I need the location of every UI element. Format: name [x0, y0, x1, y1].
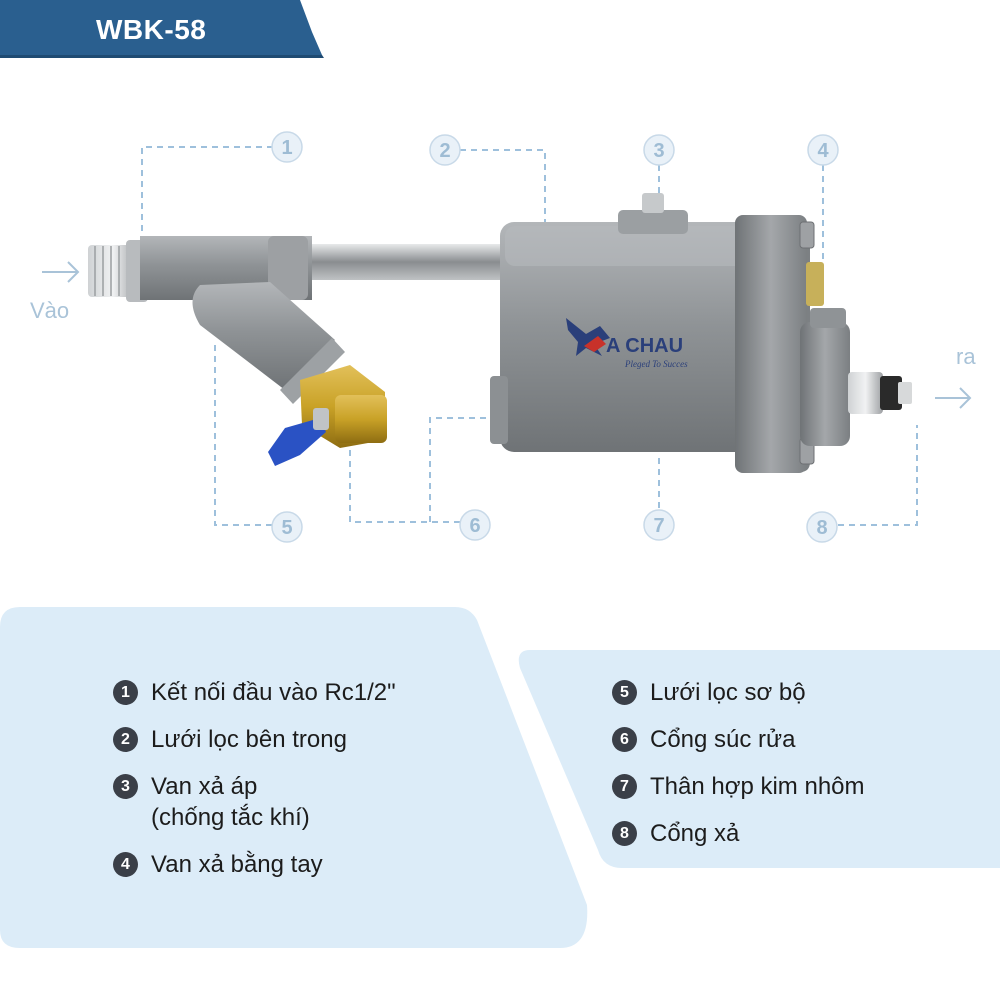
svg-text:8: 8 — [816, 517, 827, 539]
legend-item: 7 Thân hợp kim nhôm — [612, 771, 982, 802]
callout-badges: 1 2 3 4 5 6 7 8 — [271, 131, 839, 543]
legend-text: Kết nối đầu vào Rc1/2" — [151, 679, 396, 706]
legend-item: 8 Cổng xả — [612, 818, 982, 849]
legend-text: Cổng súc rửa — [650, 726, 796, 753]
legend-item: 3 Van xả áp (chống tắc khí) — [113, 771, 493, 833]
svg-text:1: 1 — [281, 137, 292, 159]
legend-text: Van xả bằng tay — [151, 851, 323, 878]
header-banner — [0, 0, 324, 58]
legend-item: 2 Lưới lọc bên trong — [113, 724, 493, 755]
callout-2: 2 — [429, 134, 461, 166]
legend-text: Lưới lọc sơ bộ — [650, 679, 806, 706]
callout-3: 3 — [643, 134, 675, 166]
legend-text: Thân hợp kim nhôm — [650, 773, 865, 800]
callout-8: 8 — [806, 511, 838, 543]
product-title: WBK-58 — [96, 14, 207, 45]
callout-7: 7 — [643, 509, 675, 541]
legend-number: 6 — [612, 727, 637, 752]
svg-text:A CHAU: A CHAU — [606, 335, 683, 357]
legend-left: 1 Kết nối đầu vào Rc1/2" 2 Lưới lọc bên tr… — [113, 677, 493, 896]
outlet-label: ra — [956, 344, 976, 369]
inlet-label: Vào — [30, 298, 70, 323]
legend-number: 5 — [612, 680, 637, 705]
callout-5: 5 — [271, 511, 303, 543]
product-diagram: 1 2 3 4 5 6 7 8 A CHAU Pleged To Succes — [42, 131, 972, 543]
svg-text:5: 5 — [281, 517, 292, 539]
legend-text: Lưới lọc bên trong — [151, 726, 347, 753]
legend-item: 4 Van xả bằng tay — [113, 849, 493, 880]
legend-right: 5 Lưới lọc sơ bộ 6 Cổng súc rửa 7 Thân hợp … — [612, 677, 982, 865]
legend-number: 3 — [113, 774, 138, 799]
legend-number: 1 — [113, 680, 138, 705]
svg-text:Pleged To Succes: Pleged To Succes — [624, 359, 688, 369]
callout-4: 4 — [807, 134, 839, 166]
legend-number: 2 — [113, 727, 138, 752]
svg-text:3: 3 — [653, 140, 664, 162]
legend-number: 7 — [612, 774, 637, 799]
svg-text:4: 4 — [817, 140, 829, 162]
legend-text: Van xả áp (chống tắc khí) — [151, 773, 310, 831]
legend-number: 8 — [612, 821, 637, 846]
callout-1: 1 — [271, 131, 303, 163]
svg-text:7: 7 — [653, 515, 664, 537]
legend-item: 6 Cổng súc rửa — [612, 724, 982, 755]
legend-number: 4 — [113, 852, 138, 877]
legend-text: Cổng xả — [650, 820, 740, 847]
legend-item: 1 Kết nối đầu vào Rc1/2" — [113, 677, 493, 708]
legend-item: 5 Lưới lọc sơ bộ — [612, 677, 982, 708]
eagle-icon — [566, 318, 610, 356]
svg-text:2: 2 — [439, 140, 450, 162]
brand-logo: A CHAU Pleged To Succes — [566, 318, 688, 369]
svg-text:6: 6 — [469, 515, 480, 537]
callout-6: 6 — [459, 509, 491, 541]
